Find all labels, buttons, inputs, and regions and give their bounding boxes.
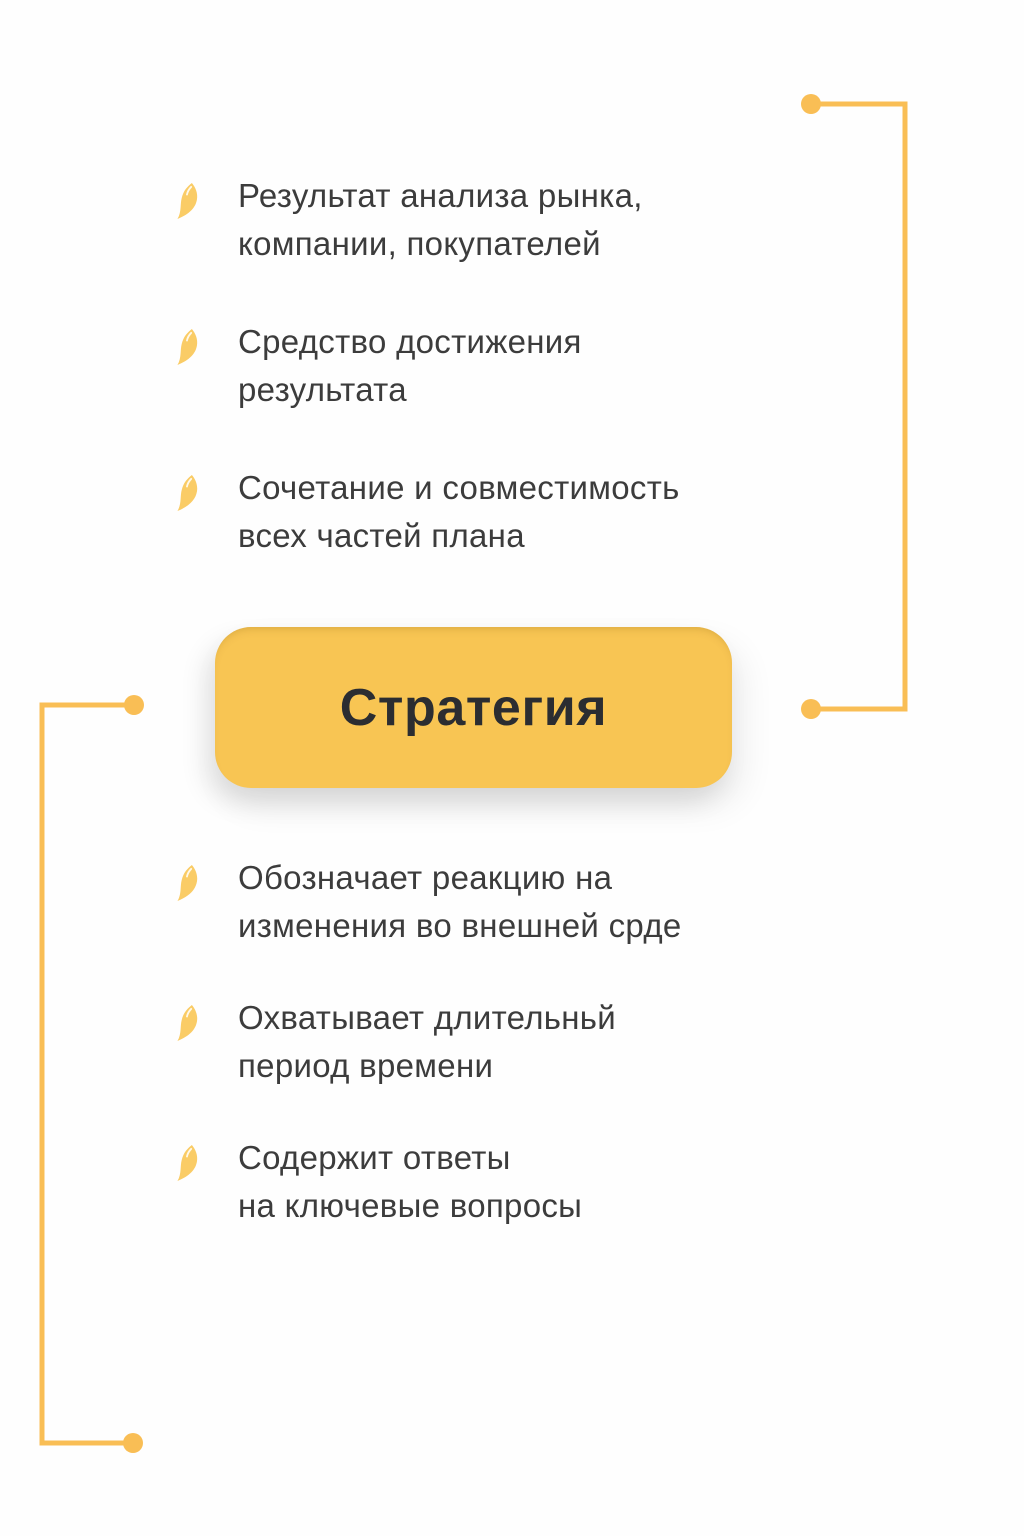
list-item-text: Результат анализа рынка,компании, покупа… [238, 177, 643, 262]
connector-dot [801, 94, 821, 114]
connector-dot [801, 699, 821, 719]
leaf-icon [176, 470, 202, 516]
connector-left-line [39, 702, 134, 1446]
strategy-traits-top-list: Результат анализа рынка,компании, покупа… [176, 172, 896, 610]
connector-left [39, 695, 144, 1453]
leaf-icon [176, 178, 202, 224]
connector-dot [124, 695, 144, 715]
list-item: Результат анализа рынка,компании, покупа… [176, 172, 896, 268]
connector-dot [123, 1433, 143, 1453]
leaf-icon [176, 1000, 202, 1046]
strategy-badge: Стратегия [215, 627, 732, 788]
leaf-icon [176, 860, 202, 906]
leaf-icon [176, 1140, 202, 1186]
leaf-icon [176, 324, 202, 370]
